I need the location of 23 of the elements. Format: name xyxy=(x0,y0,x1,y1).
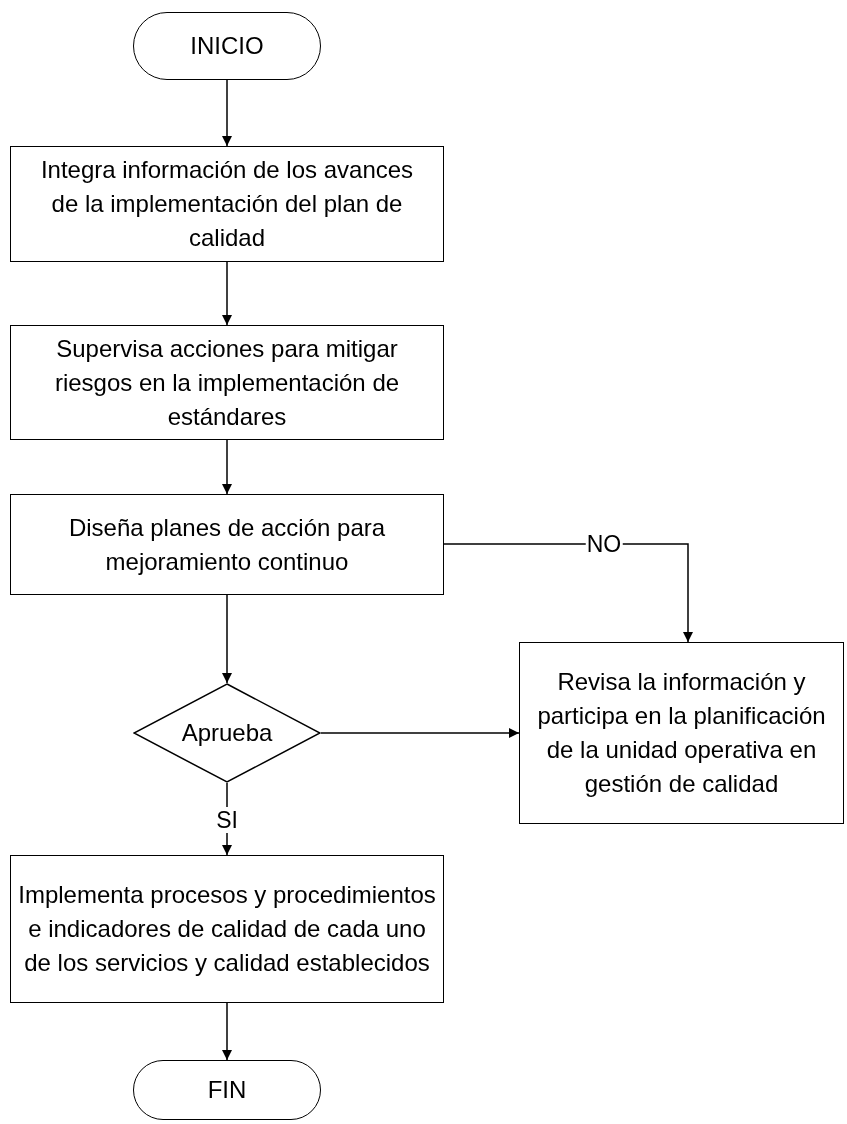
process-box xyxy=(10,146,444,262)
arrow xyxy=(320,728,520,738)
decision-diamond xyxy=(133,683,321,783)
node-text: Supervisa acciones para mitigar riesgos en la implementación de estándares xyxy=(53,333,401,432)
node-text: Aprueba xyxy=(181,718,273,748)
arrow xyxy=(222,439,232,495)
process-box xyxy=(519,642,844,824)
node-text: Integra información de los avances de la implementación del plan de calidad xyxy=(39,155,415,253)
node-text: Implementa procesos y procedimientos e indicadores de calidad de cada uno de los servicios y calidad establecidos xyxy=(17,880,437,978)
edge-label: SI xyxy=(215,807,239,833)
terminal-shape xyxy=(133,1060,321,1120)
arrow xyxy=(222,594,232,684)
node-text: Diseña planes de acción para mejoramiento continuo xyxy=(67,512,387,577)
arrow xyxy=(222,261,232,326)
arrow xyxy=(222,1002,232,1061)
node-text: FIN xyxy=(207,1075,247,1105)
node-text: INICIO xyxy=(190,31,264,61)
arrow xyxy=(222,79,232,147)
process-box xyxy=(10,325,444,440)
process-box xyxy=(10,494,444,595)
process-box xyxy=(10,855,444,1003)
node-text: Revisa la información y participa en la planificación de la unidad operativa en gestión de calidad xyxy=(536,667,827,799)
arrow xyxy=(443,543,693,643)
